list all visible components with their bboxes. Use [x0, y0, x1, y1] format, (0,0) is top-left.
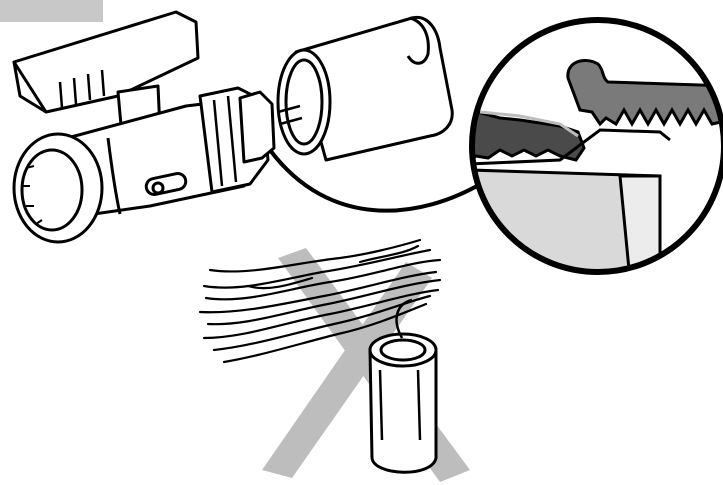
ball-valve-icon — [14, 12, 274, 242]
pipe-fitting-icon — [278, 17, 452, 160]
corner-tab — [0, 0, 103, 22]
